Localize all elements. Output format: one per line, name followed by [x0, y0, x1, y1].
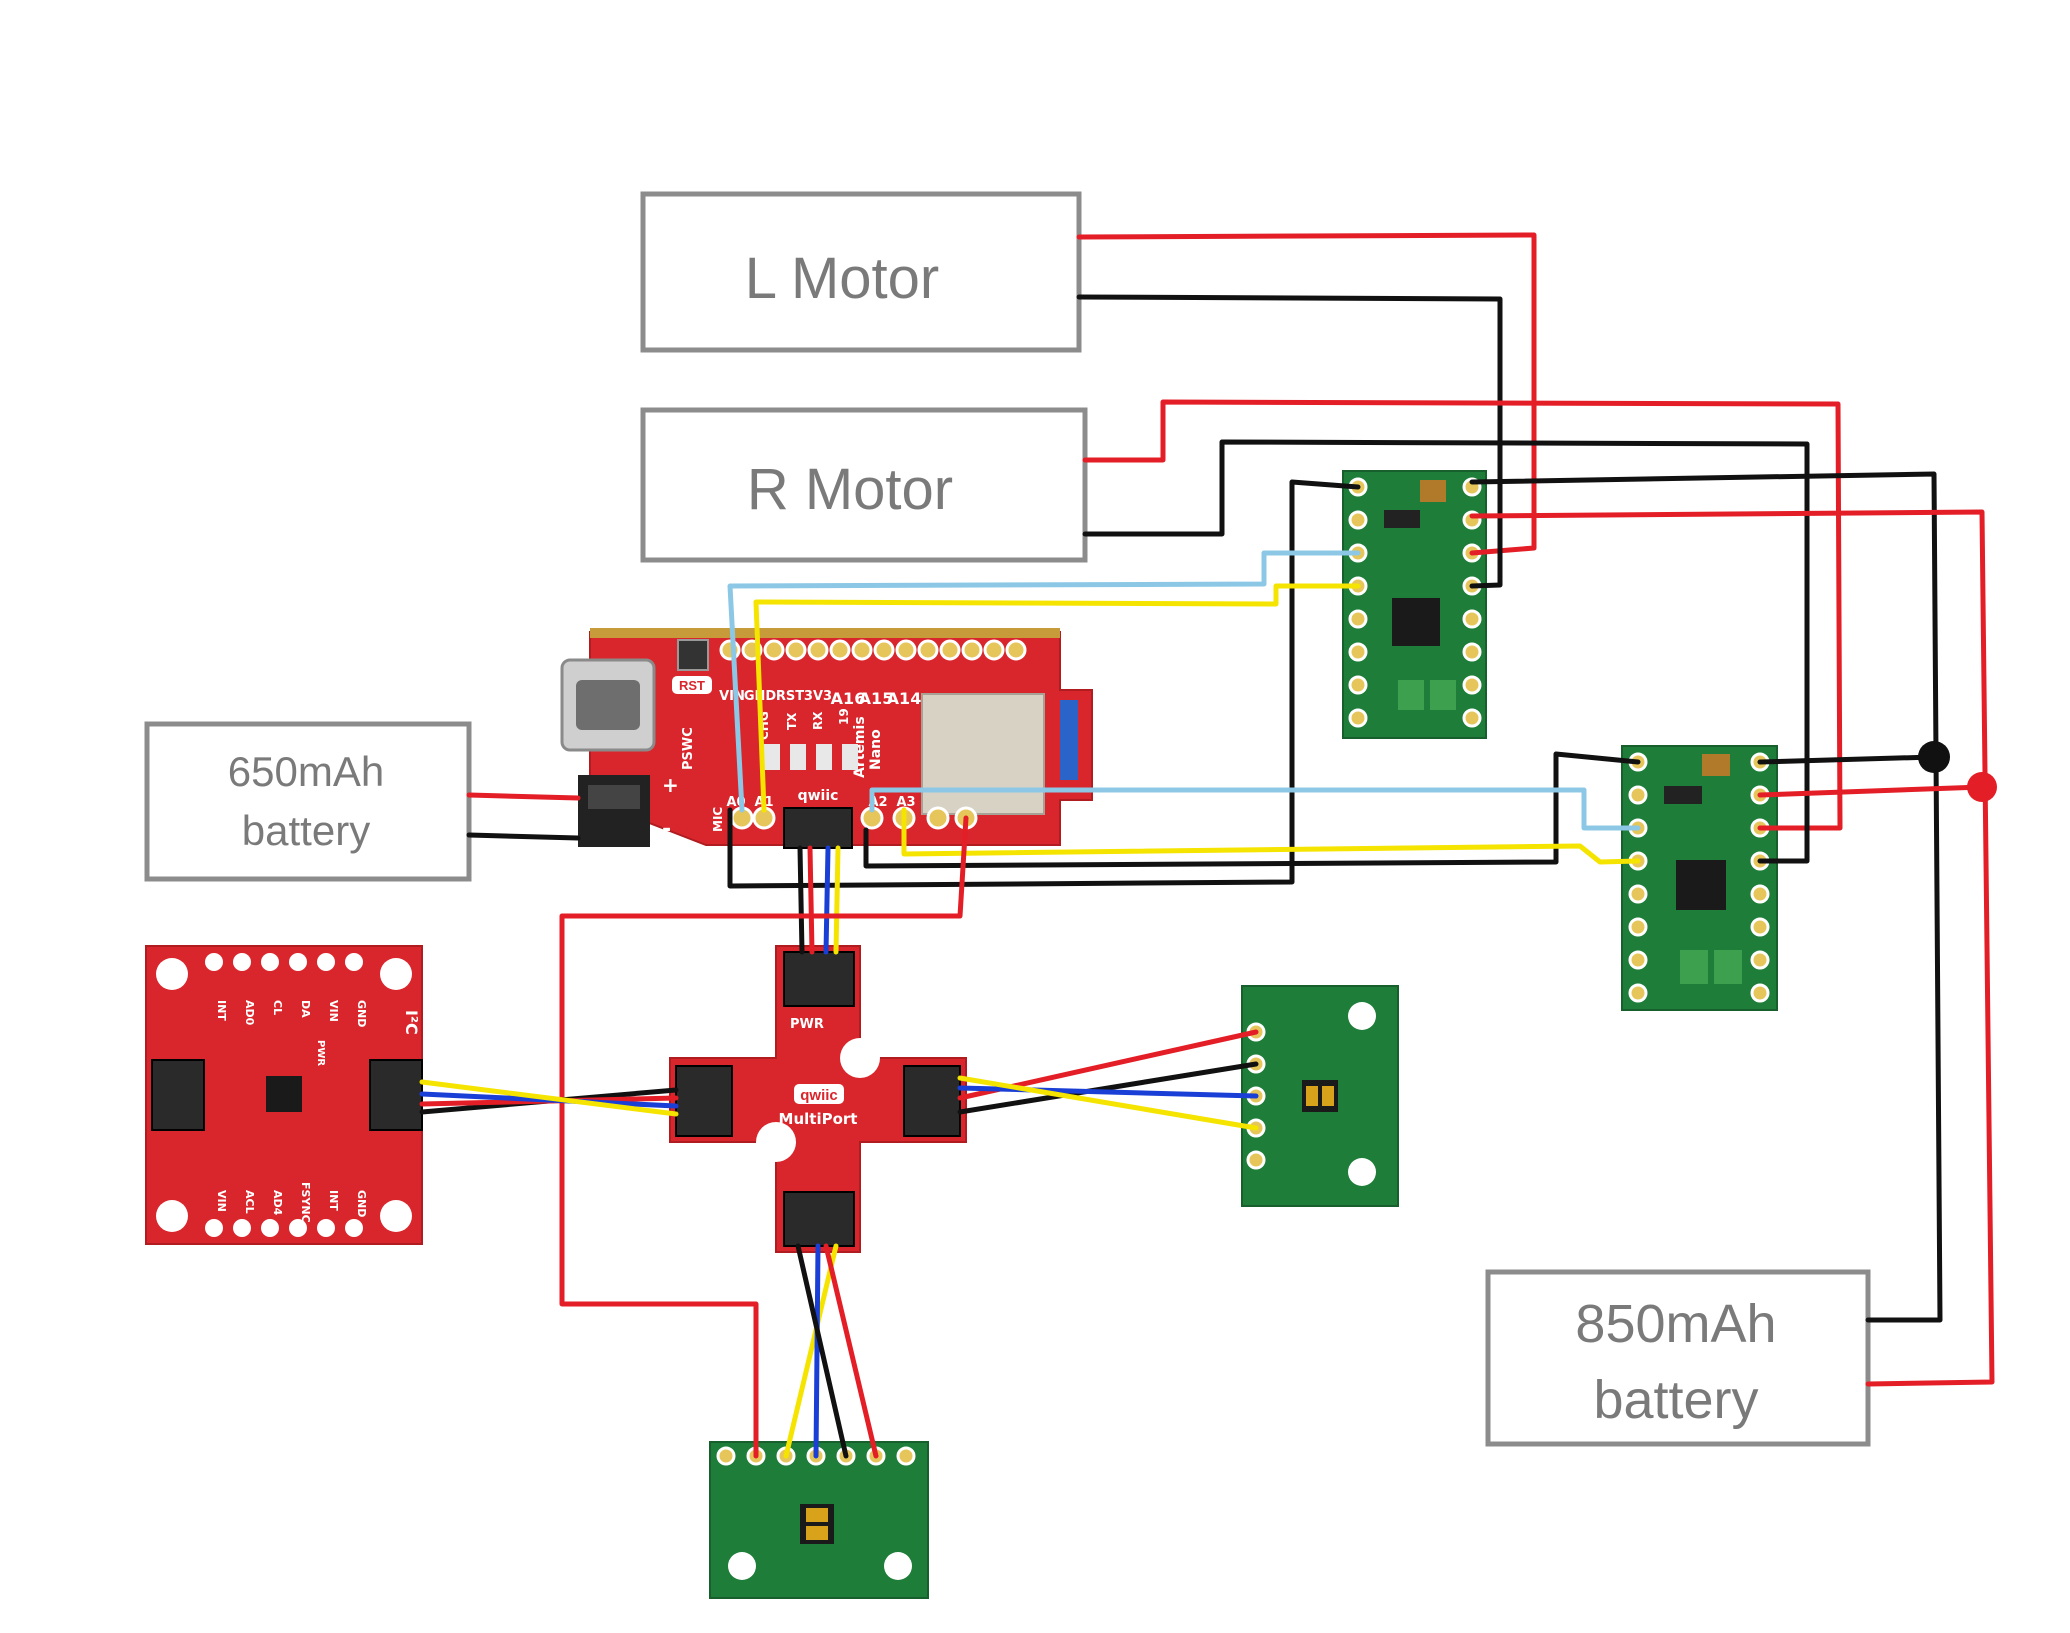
label-19: 19 [837, 708, 851, 725]
imu-pin-bottom-gnd: GND [355, 1190, 368, 1217]
imu-qwiic-right[interactable] [369, 1059, 423, 1131]
wire-qwiic-main-black [797, 845, 805, 955]
pin-label-a14: A14 [887, 689, 922, 708]
imu-pin-top-vin: VIN [327, 1000, 340, 1022]
pin-label-a16: A16 [831, 689, 866, 708]
wire-850-black [1469, 471, 1943, 1323]
l-motor-box: L Motor [640, 191, 1082, 353]
battery-650-box: 650mAh battery [144, 721, 472, 882]
battery-650-line1: 650mAh [228, 748, 384, 795]
wire-signal-blue-2 [869, 787, 1641, 831]
label-nano: Nano [868, 729, 884, 770]
wire-850-black-branch [1757, 754, 1937, 765]
junction-black [1918, 741, 1950, 773]
tof-sensor-bottom [709, 1441, 929, 1599]
artemis-qwiic-label: qwiic [798, 788, 839, 804]
imu-pin-bottom-acl: ACL [243, 1190, 256, 1214]
wire-power-loop-red [559, 815, 969, 1459]
artemis-module [921, 693, 1045, 815]
imu-pin-top-ad0: AD0 [243, 1000, 256, 1026]
multiport-pwr-label: PWR [790, 1017, 824, 1032]
battery-850-line2: battery [1593, 1370, 1758, 1430]
multiport-connector-top[interactable] [783, 951, 855, 1007]
motor-driver-2 [1621, 745, 1778, 1011]
imu-pin-bottom-int: INT [327, 1190, 340, 1211]
imu-board: INT AD0 CL DA VIN GND VIN ACL AD4 FSYNC … [145, 945, 423, 1245]
imu-pin-top-int: INT [215, 1000, 228, 1021]
wire-tof-bottom-blue [813, 1243, 821, 1459]
imu-pwr-label: PWR [315, 1040, 326, 1066]
label-tx: TX [785, 712, 799, 730]
wire-rmotor-black [1082, 439, 1810, 864]
multiport-name: MultiPort [779, 1110, 858, 1128]
wire-gnd-driver2 [863, 751, 1641, 869]
pin-label-vin: VIN [719, 689, 745, 704]
wire-tof-bottom-red [823, 1243, 879, 1459]
wire-tof-right-blue [957, 1085, 1259, 1099]
wire-signal-yellow-2 [901, 807, 1641, 865]
wire-850-red [1469, 509, 1995, 1387]
pin-label-a15: A15 [859, 689, 894, 708]
imu-pin-top-cl: CL [271, 1000, 284, 1015]
wire-tof-bottom-yellow [783, 1243, 839, 1459]
wire-signal-blue-1 [727, 550, 1361, 813]
wire-lmotor-red [1076, 232, 1537, 556]
wire-850-red-branch [1757, 784, 1985, 798]
imu-pin-top-da: DA [299, 1000, 312, 1018]
artemis-qwiic-connector[interactable] [783, 807, 853, 849]
label-rx: RX [811, 711, 825, 730]
wire-rmotor-red [1082, 399, 1843, 831]
wire-qwiic-main-red [807, 845, 815, 955]
multiport-qwiic-logo: qwiic [800, 1087, 838, 1104]
wire-tof-right-black [957, 1061, 1259, 1115]
label-mic: MIC [711, 807, 725, 832]
rst-label: RST [679, 678, 705, 693]
imu-pin-bottom-fsync: FSYNC [299, 1182, 312, 1223]
pin-label-a3: A3 [896, 795, 915, 810]
label-pswc: PSWC [681, 727, 696, 770]
battery-850-line1: 850mAh [1575, 1294, 1776, 1354]
multiport-connector-bottom[interactable] [783, 1191, 855, 1247]
jst-plus: + [662, 773, 679, 797]
imu-pin-top-gnd: GND [355, 1000, 368, 1027]
wire-qwiic-main-blue [823, 845, 831, 955]
wire-tof-bottom-black [795, 1243, 849, 1459]
l-motor-label: L Motor [745, 246, 939, 311]
multiport-connector-right[interactable] [903, 1065, 961, 1137]
pin-label-rst: RST [776, 689, 804, 704]
imu-chip [266, 1076, 302, 1112]
wire-qwiic-main-yellow [833, 845, 841, 955]
junction-red [1967, 772, 1997, 802]
tof-sensor-right [1241, 985, 1399, 1207]
wire-650-black [466, 832, 581, 841]
artemis-nano-board: + - RST VIN GND RST 3V3 A16 A15 A14 [560, 628, 1093, 849]
r-motor-box: R Motor [640, 407, 1088, 563]
imu-pin-bottom-vin: VIN [215, 1190, 228, 1212]
artemis-bottom-header [730, 806, 978, 830]
wire-650-red [466, 792, 581, 801]
pin-label-3v3: 3V3 [804, 689, 832, 704]
wire-signal-yellow-1 [753, 583, 1361, 813]
battery-650-line2: battery [242, 807, 370, 854]
wire-tof-right-yellow [957, 1075, 1259, 1131]
multiport-connector-left[interactable] [675, 1065, 733, 1137]
imu-qwiic-left[interactable] [151, 1059, 205, 1131]
jst-minus: - [662, 817, 671, 842]
battery-850-box: 850mAh battery [1485, 1269, 1871, 1447]
qwiic-multiport: PWR qwiic MultiPort [669, 945, 967, 1253]
r-motor-label: R Motor [747, 457, 953, 522]
wire-imu-yellow [419, 1079, 679, 1117]
reset-button[interactable] [677, 639, 709, 671]
imu-i2c-label: I²C [402, 1010, 421, 1035]
imu-pin-bottom-ad4: AD4 [271, 1190, 284, 1216]
motor-driver-1 [1342, 470, 1487, 739]
wire-gnd-artemis [727, 479, 1361, 889]
